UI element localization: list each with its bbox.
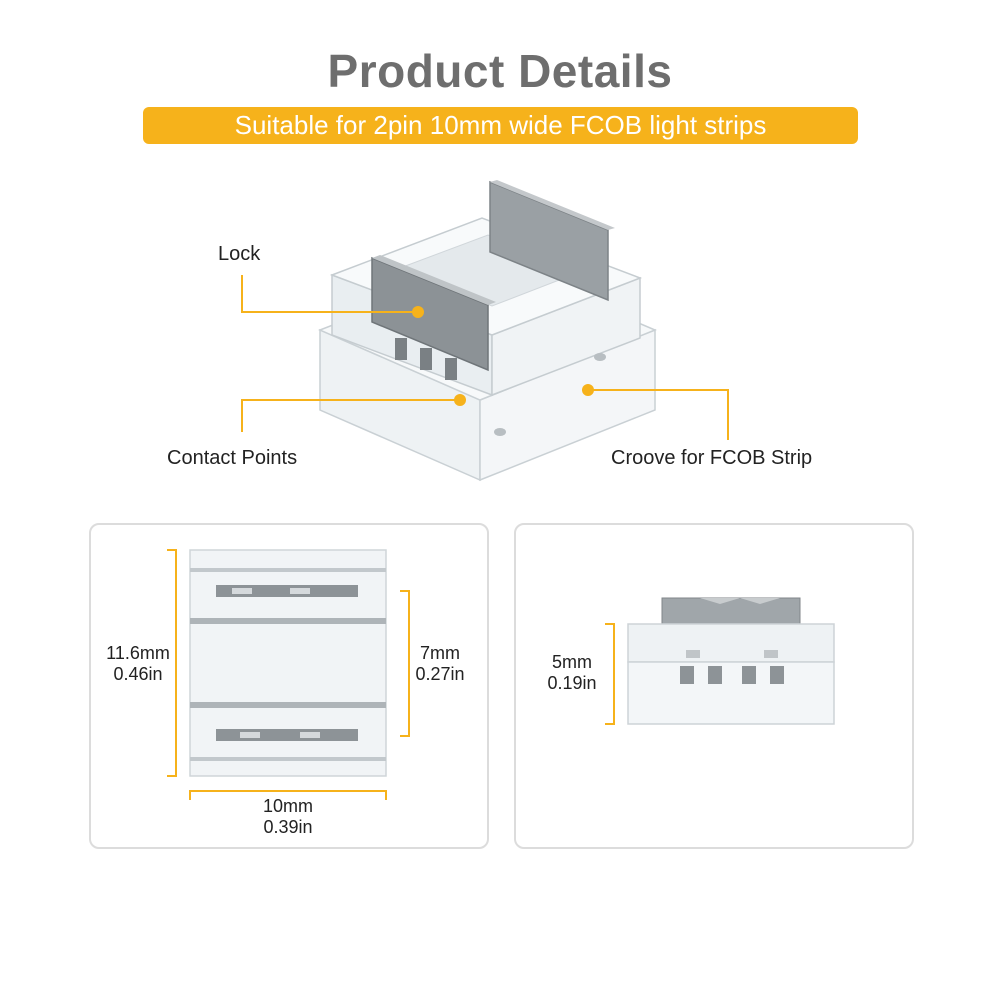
lock-label: Lock <box>218 243 261 265</box>
page-title: Product Details <box>327 45 673 97</box>
groove-label: Croove for FCOB Strip <box>611 447 813 469</box>
connector-illustration <box>241 180 729 482</box>
inner-mm: 7mm <box>420 643 460 663</box>
width-mm: 10mm <box>262 796 313 816</box>
height-mm: 11.6mm <box>106 643 170 663</box>
side-height-in: 0.19in <box>547 673 597 693</box>
height-dimension: 11.6mm 0.46in <box>96 643 180 685</box>
contact-points-label: Contact Points <box>167 447 298 469</box>
width-dimension: 10mm 0.39in <box>238 796 338 838</box>
inner-in: 0.27in <box>415 664 465 684</box>
side-height-mm: 5mm <box>552 652 592 672</box>
height-in: 0.46in <box>113 664 163 684</box>
side-height-dimension: 5mm 0.19in <box>536 652 608 694</box>
inner-dimension: 7mm 0.27in <box>404 643 476 685</box>
width-in: 0.39in <box>263 817 313 837</box>
subtitle-banner: Suitable for 2pin 10mm wide FCOB light s… <box>143 107 858 144</box>
